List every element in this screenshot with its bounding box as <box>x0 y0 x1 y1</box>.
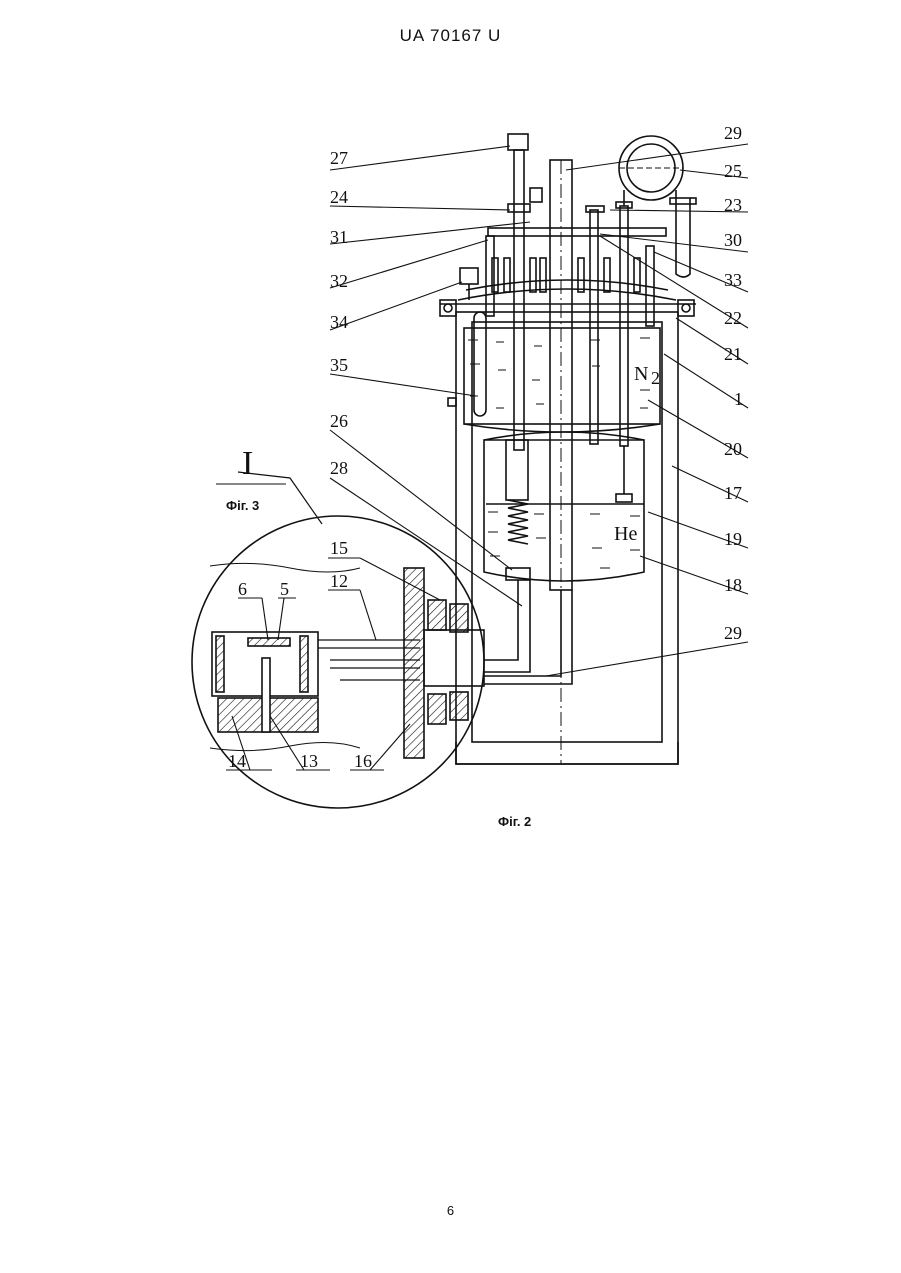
fig2-caption: Фіг. 2 <box>498 814 531 829</box>
fig3-caption: Фіг. 3 <box>226 498 259 513</box>
label-16: 16 <box>354 751 372 771</box>
nut-24 <box>508 204 530 212</box>
liquid-nitrogen <box>468 338 650 408</box>
rod-27-head <box>508 134 528 150</box>
break-line-bottom <box>210 742 360 750</box>
label-26: 26 <box>330 411 348 431</box>
wall-section <box>404 568 424 758</box>
label-12: 12 <box>330 571 348 591</box>
label-33: 33 <box>724 270 742 290</box>
label-18: 18 <box>724 575 742 595</box>
nitrogen-label: N <box>634 363 648 385</box>
label-31: 31 <box>330 227 348 247</box>
label-34: 34 <box>330 312 348 332</box>
label-30: 30 <box>724 230 742 250</box>
bolt-left <box>444 304 452 312</box>
bolt-right <box>682 304 690 312</box>
label-21: 21 <box>724 344 742 364</box>
flange-left <box>440 300 456 316</box>
seal-upper-b <box>450 604 468 632</box>
seal-upper-a <box>428 600 446 630</box>
level-sensor <box>616 494 632 502</box>
coil-clamp <box>670 198 696 204</box>
label-29-bottom: 29 <box>724 623 742 643</box>
fin <box>540 258 546 292</box>
sample-5-6 <box>248 638 290 646</box>
label-29-top: 29 <box>724 123 742 143</box>
label-25: 25 <box>724 161 742 181</box>
vessel-bottom <box>456 742 678 764</box>
fin <box>504 258 510 292</box>
leader-lines <box>216 144 748 770</box>
label-19: 19 <box>724 529 742 549</box>
label-20: 20 <box>724 439 742 459</box>
label-28: 28 <box>330 458 348 478</box>
label-5: 5 <box>280 579 289 599</box>
label-13: 13 <box>300 751 318 771</box>
fin <box>578 258 584 292</box>
label-32: 32 <box>330 271 348 291</box>
nitrogen-bath-floor <box>464 424 660 432</box>
label-1: 1 <box>734 389 743 409</box>
nut-31 <box>530 188 542 202</box>
feedthrough <box>424 630 484 686</box>
seal-lower-b <box>450 692 468 720</box>
post-13 <box>262 658 270 732</box>
seal-lower-a <box>428 694 446 724</box>
rod-23 <box>620 206 628 446</box>
label-17: 17 <box>724 483 742 503</box>
label-27: 27 <box>330 148 348 168</box>
cryostat-body <box>440 134 696 764</box>
side-port <box>448 398 456 406</box>
valve-34 <box>460 268 478 284</box>
pipe-29-lower-b <box>484 590 572 684</box>
lid-arc <box>458 289 676 300</box>
label-15: 15 <box>330 538 348 558</box>
flange-right <box>678 300 694 316</box>
chamber-wall-l <box>216 636 224 692</box>
fin <box>530 258 536 292</box>
label-14: 14 <box>228 751 246 771</box>
helium-label: He <box>614 523 637 545</box>
nitrogen-subscript: 2 <box>651 368 660 388</box>
pipe-28b <box>484 580 530 672</box>
label-23: 23 <box>724 195 742 215</box>
helium-vessel <box>484 440 644 581</box>
page-number: 6 <box>0 1203 901 1218</box>
fin <box>604 258 610 292</box>
label-6: 6 <box>238 579 247 599</box>
rod-27 <box>514 150 524 450</box>
fin <box>492 258 498 292</box>
detail-marker: I <box>242 445 253 482</box>
rod-22-cap <box>586 206 604 212</box>
label-24: 24 <box>330 187 348 207</box>
label-35: 35 <box>330 355 348 375</box>
label-22: 22 <box>724 308 742 328</box>
fin <box>634 258 640 292</box>
bellows <box>508 500 528 544</box>
pipe-29-lower <box>484 590 561 676</box>
rod-22 <box>590 210 598 444</box>
nitrogen-bath <box>464 328 660 424</box>
chamber-wall-r <box>300 636 308 692</box>
